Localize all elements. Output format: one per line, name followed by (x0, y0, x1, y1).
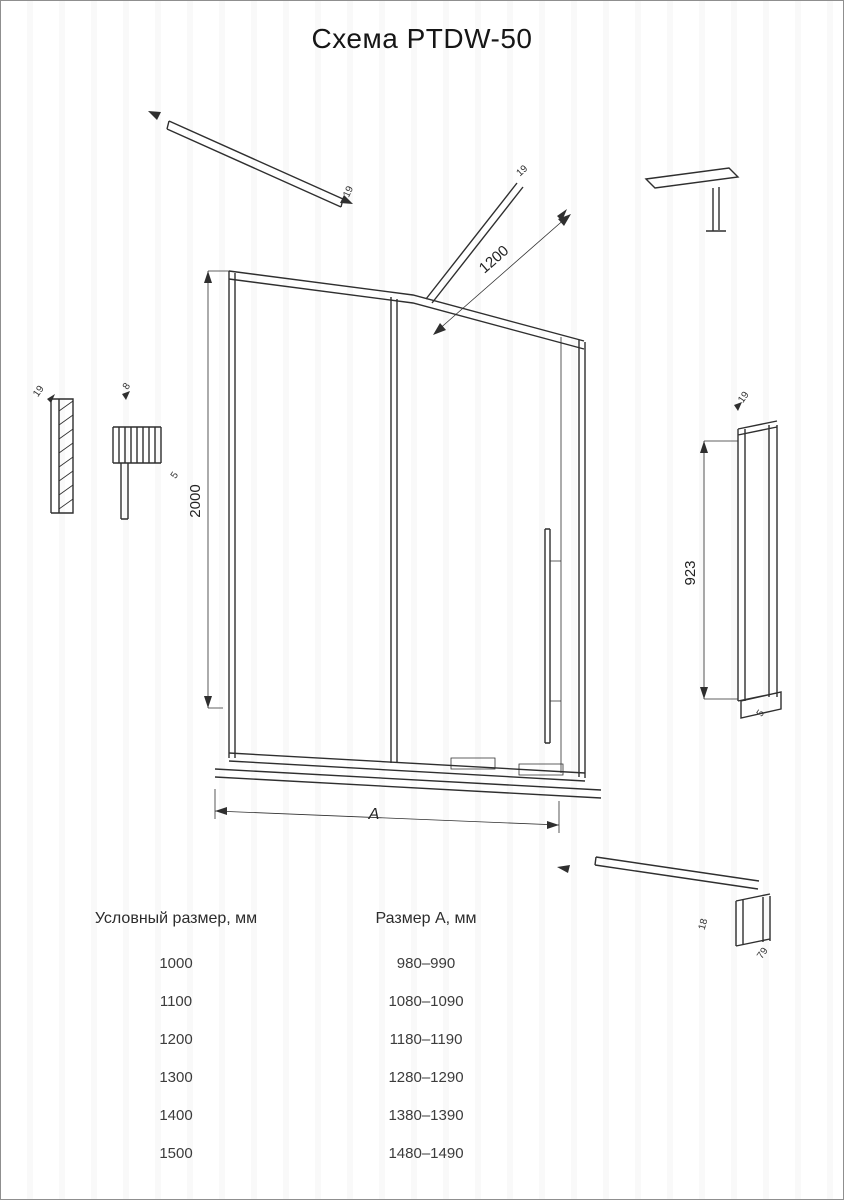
dim-1200-label: 1200 (476, 242, 512, 277)
table-cell-range: 1480–1490 (388, 1144, 464, 1162)
table-cell-nominal: 1500 (159, 1144, 193, 1162)
dim-923-label: 923 (682, 560, 699, 585)
dim-bottom-79-label: 79 (755, 945, 771, 961)
top-left-bar (148, 111, 353, 208)
table-cell-range: 1080–1090 (388, 992, 464, 1010)
table-header-size-a: Размер А, мм (375, 910, 477, 927)
table-cell-range: 1280–1290 (388, 1068, 464, 1086)
table-cell-range: 1380–1390 (388, 1106, 464, 1124)
table-cell-range: 980–990 (396, 954, 456, 972)
dimension-lines (204, 214, 738, 833)
roller-blocks (450, 757, 564, 776)
table-header-nominal-size: Условный размер, мм (94, 910, 258, 927)
door-elevation (214, 182, 602, 799)
door-handle (544, 528, 551, 744)
dim-left-19-label: 19 (31, 383, 47, 399)
top-right-bracket (557, 167, 740, 232)
dim-bar-19-label: 19 (341, 184, 356, 199)
dim-a-label: A (368, 806, 380, 823)
bottom-right-detail (557, 856, 771, 947)
table-cell-nominal: 1000 (159, 954, 193, 972)
size-table: Условный размер, мм Размер А, мм 1000 98… (51, 894, 551, 1172)
table-cell-nominal: 1100 (159, 992, 193, 1010)
top-strut (425, 182, 524, 304)
table-cell-nominal: 1400 (159, 1106, 193, 1124)
dim-right-19-label: 19 (736, 389, 752, 405)
dim-strut-19-label: 19 (515, 163, 531, 179)
table-cell-nominal: 1200 (159, 1030, 193, 1048)
table-cell-range: 1180–1190 (389, 1030, 463, 1048)
dim-left-8-label: 8 (121, 381, 133, 392)
left-profile-sections (47, 391, 162, 520)
right-wall-profile (734, 402, 782, 719)
dim-right-5-label: 5 (755, 708, 767, 719)
table-cell-nominal: 1300 (159, 1068, 193, 1086)
dim-bottom-18-label: 18 (697, 917, 711, 931)
dim-left-5-label: 5 (169, 470, 181, 481)
page-title: Схема PTDW-50 (311, 23, 533, 54)
dim-2000-label: 2000 (187, 484, 204, 517)
